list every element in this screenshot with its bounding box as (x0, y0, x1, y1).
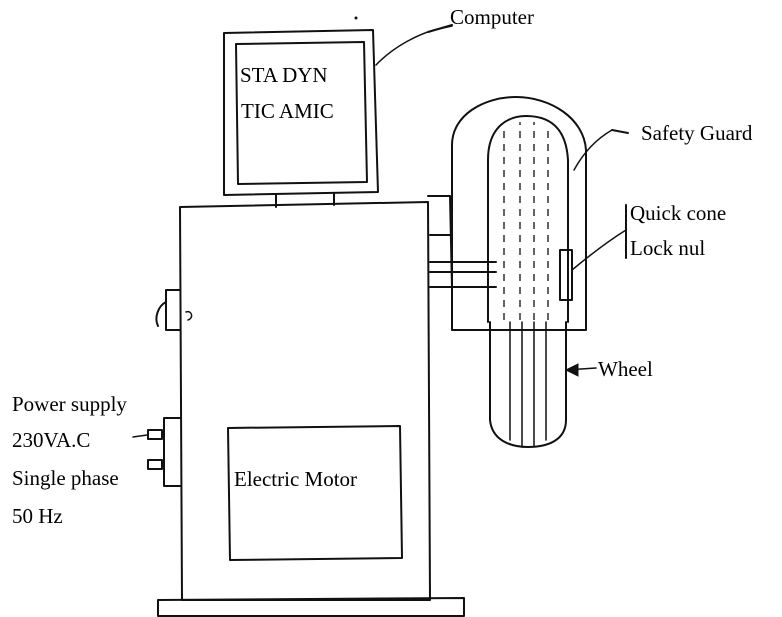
screen-text-line1: STA DYN (240, 63, 328, 87)
machine-cabinet (157, 201, 465, 617)
motor-label: Electric Motor (234, 467, 357, 491)
voltage-label: 230VA.C (12, 428, 90, 452)
wheel-arrow (564, 363, 597, 377)
computer-label: Computer (450, 5, 534, 29)
computer-monitor: STA DYN TIC AMIC (223, 29, 379, 208)
safety-guard-label: Safety Guard (641, 121, 753, 145)
computer-leader-line (375, 25, 453, 66)
lock-nut-label: Lock nul (630, 236, 705, 260)
wheel-label: Wheel (598, 357, 653, 381)
electric-motor: Electric Motor (227, 425, 403, 561)
safety-guard-leader-line (573, 129, 613, 171)
computer-leader-tick (427, 24, 453, 33)
safety-guard-leader-tick (611, 129, 629, 134)
safety-guard (451, 96, 587, 331)
side-handle (155, 289, 193, 331)
stray-mark (354, 16, 358, 20)
wheel (489, 321, 567, 448)
power-connector (132, 417, 181, 487)
power-supply-label: Power supply (12, 392, 127, 416)
lock-nut-leader-line (571, 229, 627, 271)
screen-text-line2: TIC AMIC (241, 99, 334, 123)
phase-label: Single phase (12, 466, 119, 490)
frequency-label: 50 Hz (12, 504, 63, 528)
wheel-shaft-mount (427, 195, 497, 289)
quick-cone-label: Quick cone (630, 201, 726, 225)
